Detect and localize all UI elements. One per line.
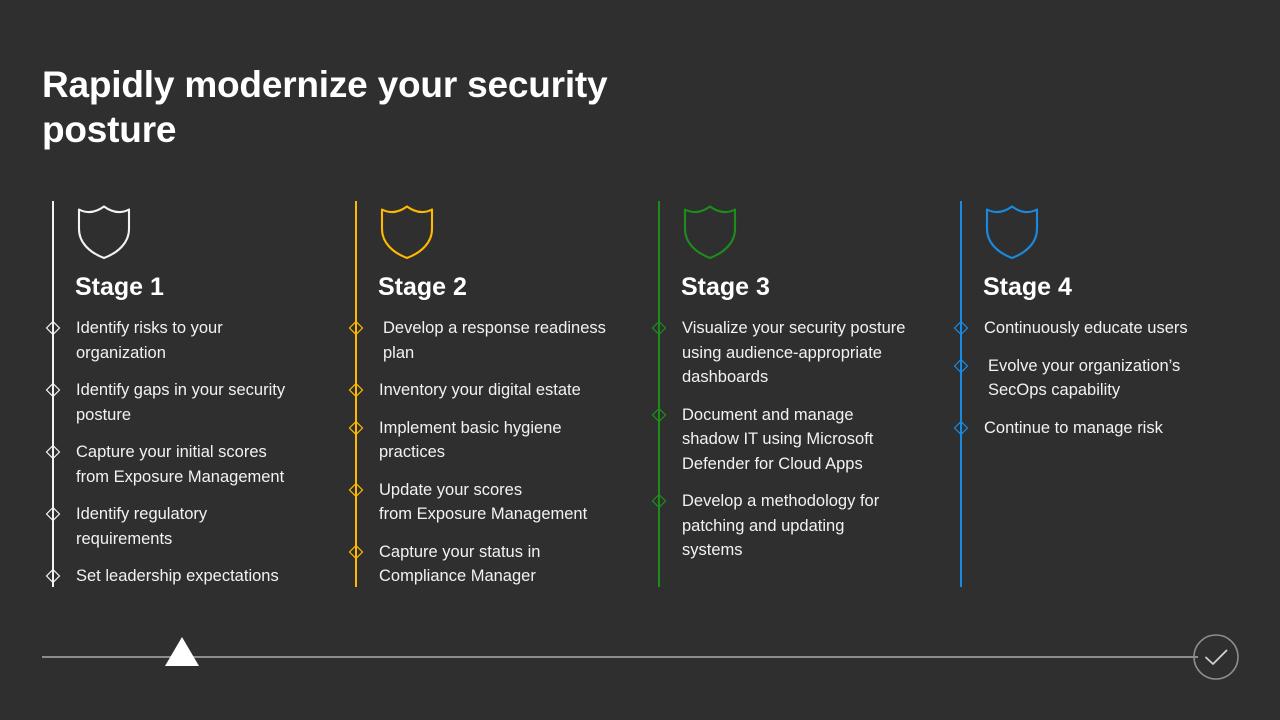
diamond-bullet-icon bbox=[45, 444, 61, 460]
diamond-bullet-icon bbox=[45, 568, 61, 584]
list-item-label: Document and manage shadow IT using Micr… bbox=[682, 405, 874, 473]
list-item-label: Develop a response readiness plan bbox=[383, 319, 606, 362]
shield-icon bbox=[75, 202, 133, 260]
diamond-bullet-icon bbox=[45, 320, 61, 336]
list-item-label: Update your scores from Exposure Managem… bbox=[379, 480, 588, 524]
list-item[interactable]: Evolve your organization’s SecOps capabi… bbox=[950, 354, 1252, 403]
triangle-marker-icon bbox=[165, 637, 199, 666]
list-item[interactable]: Document and manage shadow IT using Micr… bbox=[648, 403, 950, 477]
list-item-label: Capture your initial scores from Exposur… bbox=[76, 443, 285, 486]
list-item-label: Evolve your organization’s SecOps capabi… bbox=[988, 356, 1181, 400]
diamond-bullet-icon bbox=[651, 493, 667, 509]
diamond-bullet-icon bbox=[348, 420, 364, 436]
diamond-bullet-icon bbox=[348, 320, 364, 336]
list-item-label: Continuously educate users bbox=[984, 319, 1188, 337]
page-title: Rapidly modernize your security posture bbox=[42, 64, 608, 150]
list-item-label: Develop a methodology for patching and u… bbox=[682, 492, 880, 559]
stage-rail bbox=[658, 201, 660, 587]
diamond-bullet-icon bbox=[45, 382, 61, 398]
stage-heading: Stage 4 bbox=[983, 273, 1072, 301]
list-item[interactable]: Identify regulatory requirements bbox=[42, 502, 344, 551]
list-item[interactable]: Inventory your digital estate bbox=[345, 378, 647, 403]
list-item[interactable]: Identify risks to your organization bbox=[42, 316, 344, 365]
shield-icon bbox=[983, 202, 1041, 260]
progress-track bbox=[42, 656, 1198, 658]
stage-column-1: Stage 1 Identify risks to your organizati… bbox=[42, 198, 344, 590]
list-item[interactable]: Capture your status in Compliance Manage… bbox=[345, 540, 647, 589]
list-item-label: Identify gaps in your security posture bbox=[76, 381, 286, 424]
stage-heading: Stage 1 bbox=[75, 273, 164, 301]
stage-rail bbox=[52, 201, 54, 587]
list-item[interactable]: Develop a response readiness plan bbox=[345, 316, 647, 365]
list-item[interactable]: Visualize your security posture using au… bbox=[648, 316, 950, 390]
diamond-bullet-icon bbox=[651, 407, 667, 423]
list-item[interactable]: Update your scores from Exposure Managem… bbox=[345, 478, 647, 527]
list-item-label: Identify regulatory requirements bbox=[76, 505, 208, 548]
stage-column-2: Stage 2 Develop a response readiness plan… bbox=[345, 198, 647, 590]
list-item[interactable]: Identify gaps in your security posture bbox=[42, 378, 344, 427]
stage-heading: Stage 3 bbox=[681, 273, 770, 301]
diamond-bullet-icon bbox=[953, 420, 969, 436]
list-item[interactable]: Continuously educate users bbox=[950, 316, 1252, 341]
diamond-bullet-icon bbox=[651, 320, 667, 336]
stage-heading: Stage 2 bbox=[378, 273, 467, 301]
check-circle-icon bbox=[1192, 633, 1240, 681]
diamond-bullet-icon bbox=[953, 320, 969, 336]
stage-item-list: Visualize your security posture using au… bbox=[648, 316, 950, 576]
diamond-bullet-icon bbox=[348, 544, 364, 560]
shield-icon bbox=[681, 202, 739, 260]
list-item-label: Capture your status in Compliance Manage… bbox=[379, 542, 541, 586]
list-item-label: Visualize your security posture using au… bbox=[682, 319, 906, 386]
stage-rail bbox=[960, 201, 962, 587]
list-item-label: Implement basic hygiene practices bbox=[379, 418, 562, 462]
list-item-label: Continue to manage risk bbox=[984, 418, 1163, 437]
shield-icon bbox=[378, 202, 436, 260]
stages-container: Stage 1 Identify risks to your organizati… bbox=[42, 198, 1242, 590]
list-item[interactable]: Develop a methodology for patching and u… bbox=[648, 489, 950, 563]
list-item[interactable]: Implement basic hygiene practices bbox=[345, 416, 647, 465]
list-item[interactable]: Set leadership expectations bbox=[42, 564, 344, 589]
list-item-label: Set leadership expectations bbox=[76, 567, 279, 585]
list-item-label: Inventory your digital estate bbox=[379, 381, 581, 399]
stage-rail bbox=[355, 201, 357, 587]
list-item[interactable]: Capture your initial scores from Exposur… bbox=[42, 440, 344, 489]
diamond-bullet-icon bbox=[348, 382, 364, 398]
list-item-label: Identify risks to your organization bbox=[76, 319, 223, 362]
stage-column-3: Stage 3 Visualize your security posture u… bbox=[648, 198, 950, 590]
list-item[interactable]: Continue to manage risk bbox=[950, 416, 1252, 441]
diamond-bullet-icon bbox=[953, 358, 969, 374]
diamond-bullet-icon bbox=[348, 482, 364, 498]
diamond-bullet-icon bbox=[45, 506, 61, 522]
